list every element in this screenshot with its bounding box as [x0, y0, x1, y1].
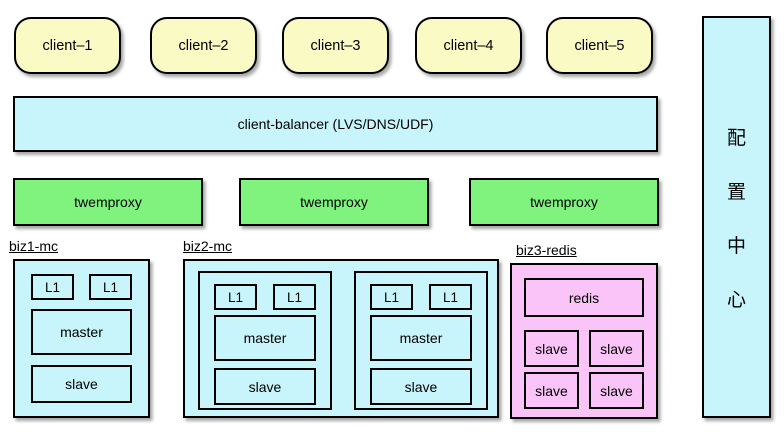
slave-node: slave: [214, 368, 316, 405]
twemproxy-node: twemproxy: [13, 178, 203, 226]
client-label: client–4: [443, 37, 494, 54]
group-label-biz1: biz1-mc: [9, 238, 59, 254]
biz1-mc-group: L1 L1 master slave: [13, 259, 150, 418]
slave-label: slave: [535, 340, 568, 357]
client-label: client–5: [574, 37, 625, 54]
group-label-biz3: biz3-redis: [516, 242, 577, 258]
master-node: master: [370, 315, 472, 361]
slave-label: slave: [404, 378, 438, 395]
l1-cache-node: L1: [31, 274, 74, 300]
slave-label: slave: [535, 382, 568, 399]
l1-label: L1: [442, 289, 459, 305]
slave-label: slave: [248, 378, 282, 395]
group-label-biz2: biz2-mc: [183, 238, 233, 254]
l1-cache-node: L1: [89, 274, 132, 300]
slave-label: slave: [65, 376, 98, 392]
l1-label: L1: [227, 289, 244, 305]
redis-node: redis: [524, 278, 644, 317]
l1-label: L1: [44, 279, 61, 295]
slave-node: slave: [31, 365, 132, 403]
slave-label: slave: [600, 382, 633, 399]
config-center-char: 心: [726, 289, 746, 311]
client-node: client–3: [282, 17, 389, 74]
twemproxy-node: twemproxy: [239, 178, 429, 226]
slave-node: slave: [524, 330, 579, 367]
client-node: client–5: [546, 17, 653, 74]
config-center-panel: 配 置 中 心: [702, 16, 771, 418]
config-center-char: 中: [726, 235, 746, 257]
twemproxy-label: twemproxy: [74, 194, 142, 210]
biz2-shard-2: L1 L1 master slave: [354, 271, 488, 410]
l1-label: L1: [102, 279, 119, 295]
config-center-char: 置: [726, 181, 746, 203]
redis-label: redis: [568, 289, 600, 306]
client-label: client–1: [42, 37, 93, 54]
slave-node: slave: [524, 372, 579, 409]
master-node: master: [214, 315, 316, 361]
l1-cache-node: L1: [429, 284, 472, 310]
l1-cache-node: L1: [214, 284, 257, 310]
l1-row: L1 L1: [370, 284, 472, 310]
master-label: master: [243, 330, 287, 346]
l1-row: L1 L1: [31, 274, 132, 300]
client-node: client–1: [14, 17, 121, 74]
biz2-mc-group: L1 L1 master slave L1 L1: [183, 259, 499, 418]
master-label: master: [399, 330, 443, 346]
client-node: client–2: [150, 17, 257, 74]
biz2-shard-1: L1 L1 master slave: [198, 271, 332, 410]
slave-label: slave: [600, 340, 633, 357]
biz3-redis-group: redis slave slave slave slave: [510, 263, 658, 419]
client-balancer: client-balancer (LVS/DNS/UDF): [13, 96, 658, 152]
twemproxy-label: twemproxy: [530, 194, 598, 210]
twemproxy-label: twemproxy: [300, 194, 368, 210]
l1-label: L1: [286, 289, 303, 305]
slave-node: slave: [589, 372, 644, 409]
l1-label: L1: [383, 289, 400, 305]
twemproxy-node: twemproxy: [469, 178, 659, 226]
client-label: client–2: [178, 37, 229, 54]
client-node: client–4: [415, 17, 522, 74]
master-node: master: [31, 309, 132, 355]
master-label: master: [60, 324, 103, 340]
slave-node: slave: [370, 368, 472, 405]
slave-node: slave: [589, 330, 644, 367]
l1-cache-node: L1: [273, 284, 316, 310]
client-label: client–3: [310, 37, 361, 54]
l1-row: L1 L1: [214, 284, 316, 310]
config-center-char: 配: [726, 127, 746, 149]
l1-cache-node: L1: [370, 284, 413, 310]
client-balancer-label: client-balancer (LVS/DNS/UDF): [237, 116, 434, 132]
